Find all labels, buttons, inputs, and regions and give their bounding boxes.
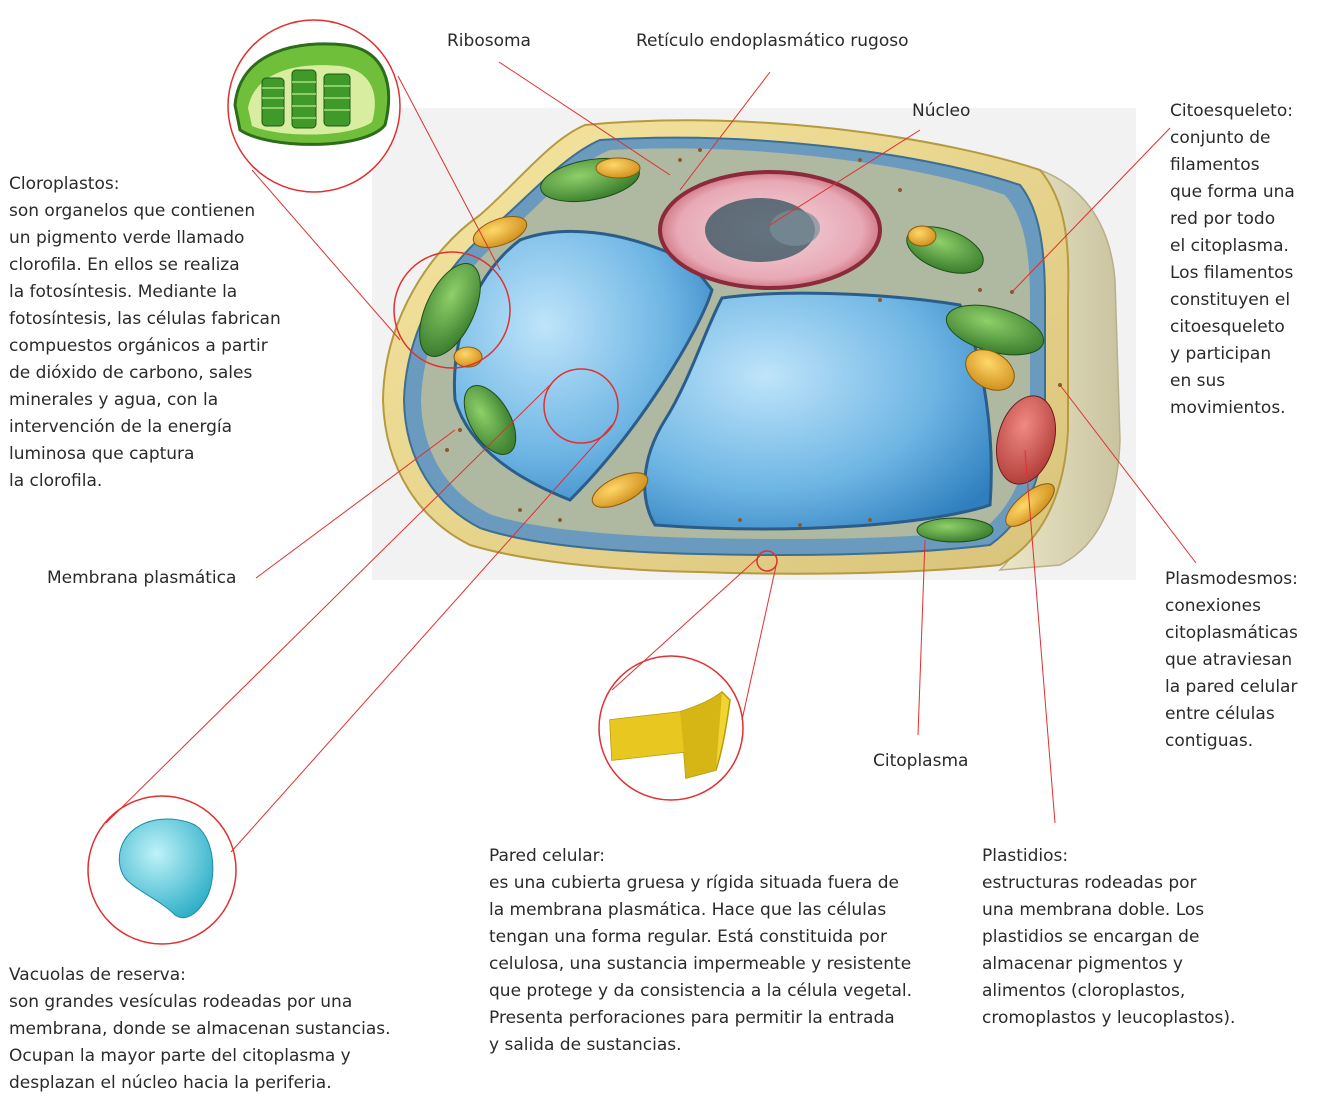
- plasmodesmos-title: Plasmodesmos:: [1165, 566, 1298, 593]
- label-citoplasma: Citoplasma: [873, 748, 968, 775]
- cloroplastos-text: son organelos que contienen un pigmento …: [9, 198, 281, 495]
- plastidios-title: Plastidios:: [982, 843, 1235, 870]
- label-ribosoma: Ribosoma: [447, 28, 531, 55]
- block-vacuolas: Vacuolas de reserva: son grandes vesícul…: [9, 962, 391, 1097]
- pared-title: Pared celular:: [489, 843, 912, 870]
- chloroplast: [917, 518, 993, 542]
- block-citoesqueleto: Citoesqueleto: conjunto de filamentos qu…: [1170, 98, 1295, 422]
- mitochondrion: [596, 158, 640, 178]
- citoesqueleto-title: Citoesqueleto:: [1170, 98, 1295, 125]
- label-membrana: Membrana plasmática: [47, 565, 236, 592]
- pared-text: es una cubierta gruesa y rígida situada …: [489, 870, 912, 1059]
- vacuolas-title: Vacuolas de reserva:: [9, 962, 391, 989]
- plastidios-text: estructuras rodeadas por una membrana do…: [982, 870, 1235, 1032]
- mitochondrion: [454, 347, 482, 367]
- plasmodesmos-text: conexiones citoplasmáticas que atraviesa…: [1165, 593, 1298, 755]
- citoesqueleto-text: conjunto de filamentos que forma una red…: [1170, 125, 1295, 422]
- block-plasmodesmos: Plasmodesmos: conexiones citoplasmáticas…: [1165, 566, 1298, 755]
- cloroplastos-title: Cloroplastos:: [9, 171, 281, 198]
- mitochondrion: [908, 226, 936, 246]
- block-pared-celular: Pared celular: es una cubierta gruesa y …: [489, 843, 912, 1059]
- block-plastidios: Plastidios: estructuras rodeadas por una…: [982, 843, 1235, 1032]
- label-nucleo: Núcleo: [912, 98, 970, 125]
- label-reticulo: Retículo endoplasmático rugoso: [636, 28, 909, 55]
- block-cloroplastos: Cloroplastos: son organelos que contiene…: [9, 171, 281, 495]
